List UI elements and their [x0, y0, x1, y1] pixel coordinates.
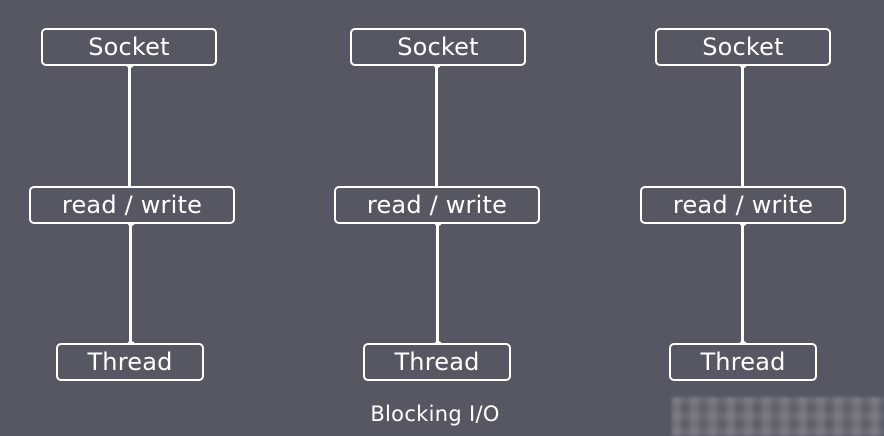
diagram-caption: Blocking I/O [370, 402, 500, 426]
read-write-label: read / write [366, 191, 508, 219]
thread-label: Thread [394, 348, 480, 376]
socket-label: Socket [397, 33, 479, 61]
blurred-watermark [672, 397, 884, 436]
socket-node: Socket [350, 28, 526, 66]
connector-line [741, 222, 744, 348]
connector-line [129, 222, 132, 348]
read-write-label: read / write [672, 191, 814, 219]
socket-node: Socket [41, 28, 217, 66]
read-write-label: read / write [61, 191, 203, 219]
connector-line [435, 64, 438, 188]
socket-node: Socket [655, 28, 831, 66]
thread-node: Thread [669, 343, 817, 381]
read-write-node: read / write [29, 186, 235, 224]
connector-line [128, 64, 131, 188]
thread-label: Thread [700, 348, 786, 376]
thread-node: Thread [363, 343, 511, 381]
thread-node: Thread [56, 343, 204, 381]
socket-label: Socket [702, 33, 784, 61]
connector-line [741, 64, 744, 188]
thread-label: Thread [87, 348, 173, 376]
socket-label: Socket [88, 33, 170, 61]
read-write-node: read / write [640, 186, 846, 224]
read-write-node: read / write [334, 186, 540, 224]
connector-line [436, 222, 439, 348]
